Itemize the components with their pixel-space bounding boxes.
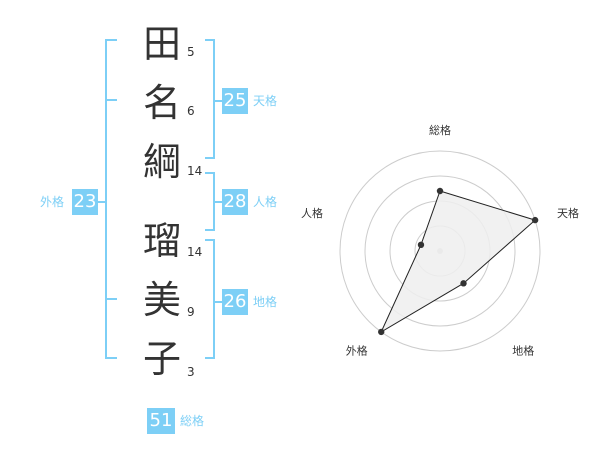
radar-axis-label-1: 総格 <box>429 123 451 137</box>
soukaku-label: 総格 <box>180 414 205 428</box>
gaikaku-label: 外格 <box>40 195 65 209</box>
tenkaku-label: 天格 <box>253 94 278 108</box>
soukaku-badge: 51 <box>147 408 175 434</box>
gaikaku-badge: 23 <box>72 189 98 215</box>
stroke-count-3: 14 <box>187 164 203 178</box>
chikaku-label: 地格 <box>253 295 278 309</box>
tenkaku-badge: 25 <box>222 88 248 114</box>
radar-axis-label-5: 人格 <box>301 206 323 220</box>
radar-point-1 <box>436 187 444 195</box>
stroke-count-5: 9 <box>187 305 195 319</box>
name-char-3: 綱 <box>142 140 181 184</box>
chikaku-bracket <box>205 239 215 359</box>
chikaku-badge: 26 <box>222 289 248 315</box>
stroke-count-4: 14 <box>187 245 203 259</box>
stroke-count-2: 6 <box>187 104 195 118</box>
radar-grid-ring <box>364 175 516 327</box>
radar-point-5 <box>417 241 425 249</box>
name-char-2: 名 <box>142 81 181 125</box>
radar-axis-label-4: 外格 <box>346 344 368 358</box>
radar-point-2 <box>531 216 539 224</box>
radar-data-polygon <box>380 190 537 334</box>
radar-point-3 <box>460 280 467 287</box>
tenkaku-bracket <box>205 39 215 159</box>
radar-grid-ring <box>339 150 541 352</box>
radar-axis-label-3: 地格 <box>512 344 534 358</box>
gaikaku-bracket <box>105 39 117 359</box>
name-char-1: 田 <box>142 22 181 66</box>
stroke-count-1: 5 <box>187 45 195 59</box>
jinkaku-badge: 28 <box>222 189 248 215</box>
name-char-4: 瑠 <box>142 219 181 263</box>
name-char-5: 美 <box>142 278 181 322</box>
radar-point-4 <box>378 328 385 336</box>
stroke-count-6: 3 <box>187 365 195 379</box>
jinkaku-label: 人格 <box>253 195 278 209</box>
name-char-6: 子 <box>142 337 181 381</box>
radar-axis-label-2: 天格 <box>557 206 579 220</box>
